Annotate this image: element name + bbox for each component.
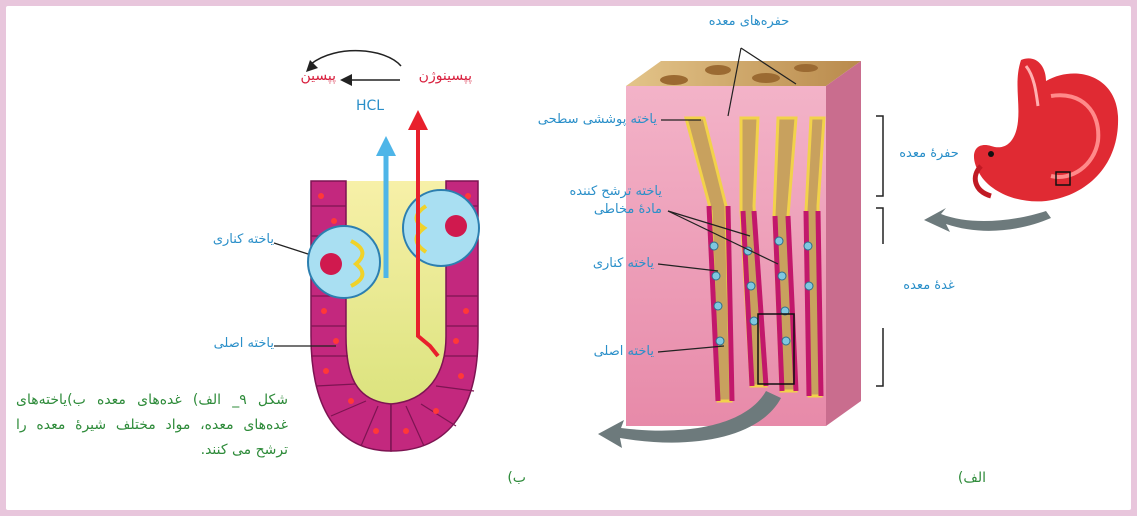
parietal-cell-right: [403, 190, 479, 266]
label-hcl: HCL: [356, 98, 404, 114]
parietal-cell-left: [308, 226, 380, 298]
arrow-stomach-to-tissue: [924, 208, 1051, 232]
figure-frame: حفره‌های معده یاخته پوششی سطحی یاخته ترش…: [6, 6, 1131, 510]
stomach-illustration: [974, 58, 1118, 201]
gastric-tissue-block: [626, 61, 861, 426]
label-mucus-cell-line1: یاخته ترشح کننده: [546, 184, 662, 199]
panel-label-b: ب): [486, 470, 526, 486]
label-pepsin: پپسین: [268, 68, 336, 84]
label-chief-cell: یاخته اصلی: [566, 344, 654, 359]
label-gastric-pit-region: حفرهٔ معده: [886, 146, 972, 161]
label-mucus-cell-line2: مادهٔ مخاطی: [546, 202, 662, 217]
panel-label-a: الف): [936, 470, 986, 486]
label-parietal-cell: یاخته کناری: [566, 256, 654, 271]
label-pepsinogen: پپسینوژن: [392, 68, 472, 84]
label-chief-cell-b: یاخته اصلی: [178, 336, 274, 351]
label-parietal-cell-b: یاخته کناری: [178, 232, 274, 247]
activation-curve: [311, 51, 401, 66]
figure-caption: شکل ۹_ الف) غده‌های معده ب)یاخته‌های غده…: [16, 388, 288, 463]
label-surface-cell: یاخته پوششی سطحی: [521, 112, 657, 127]
label-gastric-pits: حفره‌های معده: [689, 14, 809, 29]
label-gastric-gland-region: غدهٔ معده: [886, 278, 972, 293]
